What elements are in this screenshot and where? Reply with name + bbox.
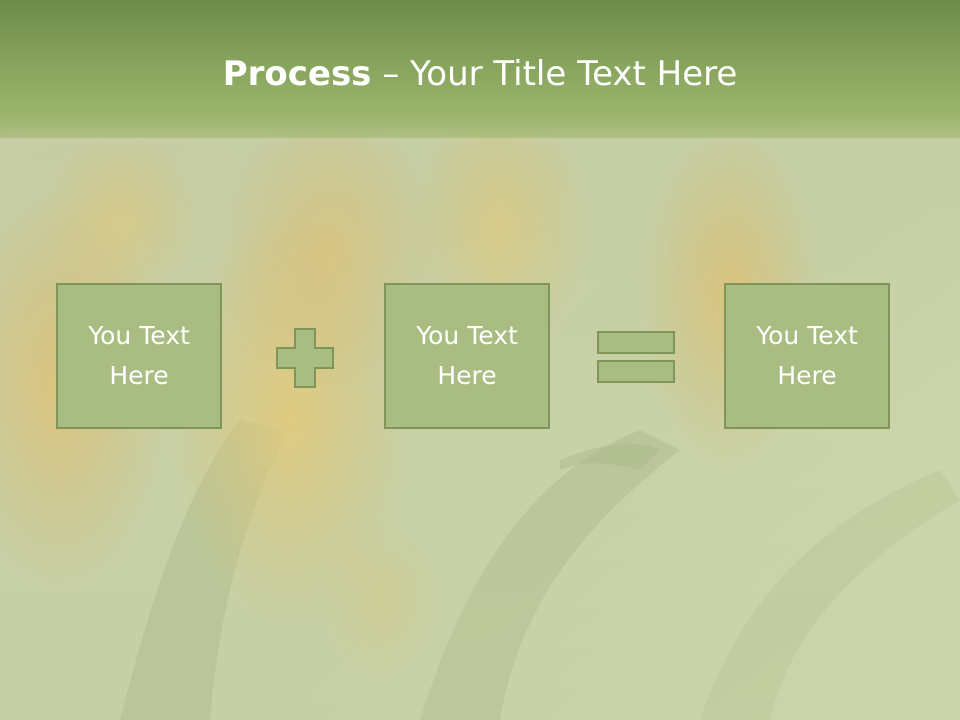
process-box-3-text: You Text Here xyxy=(756,321,858,390)
process-box-2[interactable]: You Text Here xyxy=(384,283,550,429)
process-box-3[interactable]: You Text Here xyxy=(724,283,890,429)
plus-icon xyxy=(275,327,335,389)
slide-title-rest: – Your Title Text Here xyxy=(371,54,738,94)
slide-title[interactable]: Process – Your Title Text Here xyxy=(0,52,960,96)
process-box-1[interactable]: You Text Here xyxy=(56,283,222,429)
process-box-1-text: You Text Here xyxy=(88,321,190,390)
title-bar xyxy=(0,0,960,138)
slide-title-strong: Process xyxy=(222,54,372,94)
equals-icon xyxy=(597,331,677,385)
process-box-2-text: You Text Here xyxy=(416,321,518,390)
